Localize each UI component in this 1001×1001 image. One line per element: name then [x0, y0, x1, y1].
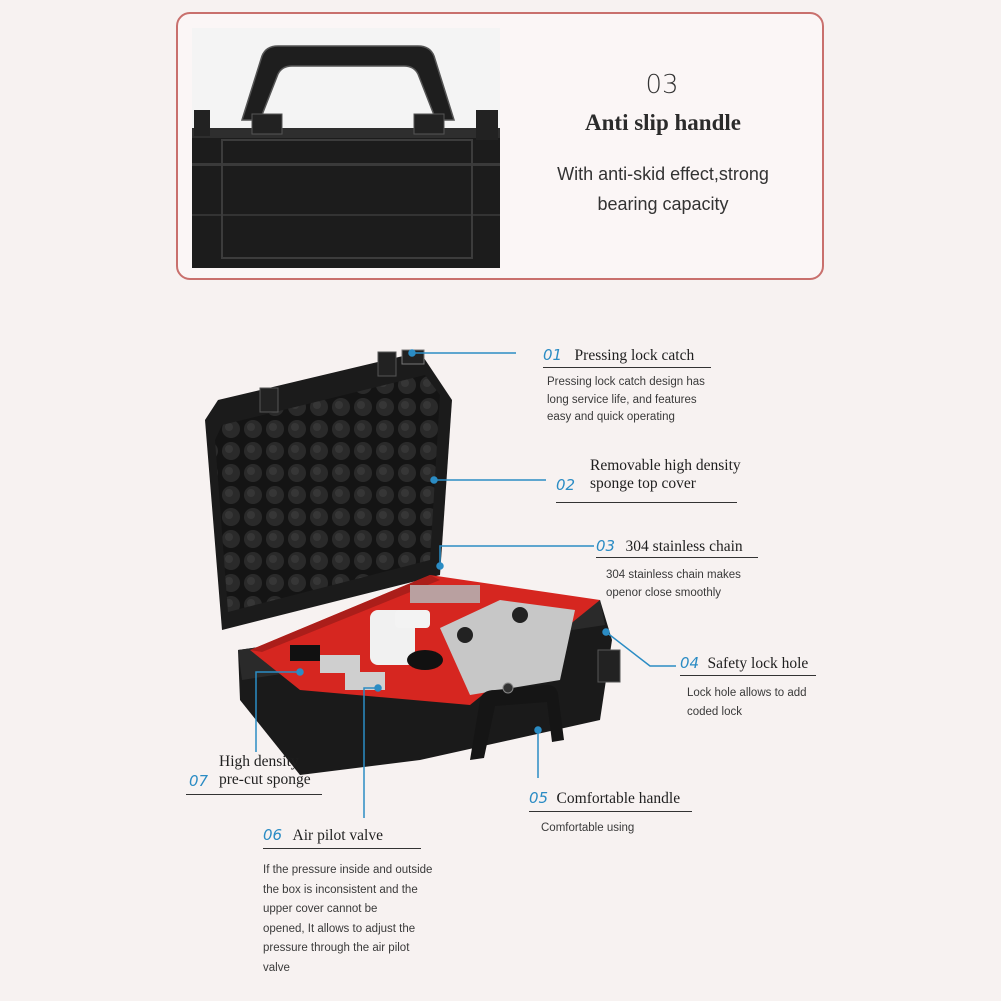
callout-04: 04 Safety lock hole	[680, 654, 808, 673]
callout-title: Pressing lock catch	[574, 347, 695, 364]
feature-title: Anti slip handle	[585, 110, 741, 135]
callout-06: 06 Air pilot valve	[263, 826, 383, 845]
callout-title: Comfortable handle	[556, 790, 681, 807]
callout-title: 304 stainless chain	[625, 538, 743, 555]
callout-description: Comfortable using	[541, 822, 635, 834]
callout-description: 304 stainless chain makes openor close s…	[606, 569, 741, 599]
callout-title: Safety lock hole	[707, 655, 809, 672]
callout-05: 05 Comfortable handle	[529, 789, 680, 808]
callout-number: 02	[556, 476, 576, 494]
handle-feature-panel: 03 Anti slip handle With anti-skid effec…	[176, 12, 824, 280]
callout-01: 01 Pressing lock catch	[543, 346, 694, 365]
callout-number: 04	[680, 654, 700, 672]
callout-description: If the pressure inside and outside the b…	[263, 864, 433, 974]
feature-description: With anti-skid effect,strong bearing cap…	[557, 164, 769, 214]
divider	[596, 557, 758, 558]
callout-number: 07	[189, 772, 209, 790]
divider	[186, 794, 322, 795]
callout-number: 03	[596, 537, 616, 555]
callout-02-number: 02	[556, 476, 575, 495]
handle-photo	[192, 28, 500, 268]
callout-03: 03 304 stainless chain	[596, 537, 743, 556]
callout-title: Air pilot valve	[292, 827, 383, 844]
callout-description: Lock hole allows to add coded lock	[687, 687, 807, 718]
callout-number: 05	[529, 789, 549, 807]
callout-07-title: High density pre-cut sponge	[219, 753, 311, 788]
case-photo	[205, 349, 621, 775]
divider	[263, 848, 421, 849]
feature-number: 03	[645, 70, 679, 100]
divider	[543, 367, 711, 368]
divider	[556, 502, 737, 503]
callout-number: 06	[263, 826, 283, 844]
callout-description: Pressing lock catch design has long serv…	[547, 376, 705, 423]
callout-07-number: 07	[189, 772, 208, 791]
callout-02-title: Removable high density sponge top cover	[590, 457, 741, 492]
divider	[680, 675, 816, 676]
divider	[529, 811, 692, 812]
callout-number: 01	[543, 346, 563, 364]
